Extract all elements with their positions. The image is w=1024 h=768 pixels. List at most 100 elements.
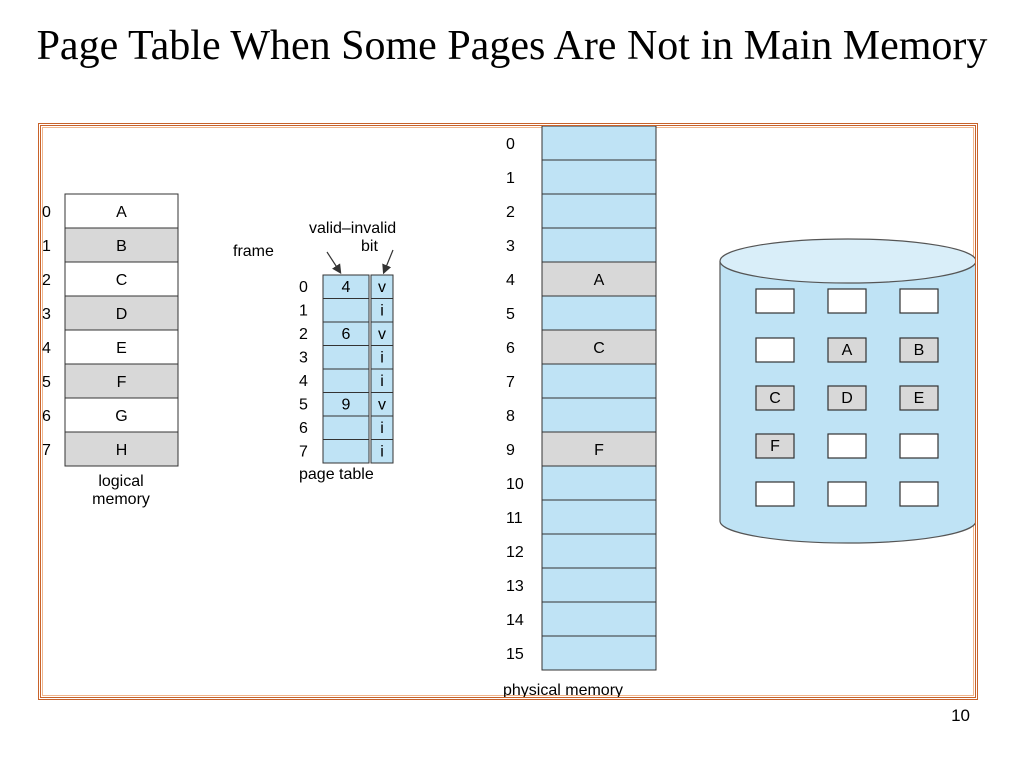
physical-frame-number: 5	[506, 306, 515, 323]
logical-page-number: 4	[42, 340, 51, 357]
disk-block	[899, 288, 939, 314]
physical-frame-cell	[541, 465, 657, 501]
logical-page-content: D	[116, 306, 128, 323]
logical-page-content: C	[116, 272, 128, 289]
physical-frame-cell	[541, 159, 657, 195]
slide-number: 10	[951, 706, 970, 725]
page-table-valid-bit: i	[380, 420, 384, 437]
page-table-valid-bit: v	[378, 397, 386, 414]
physical-frame-cell	[541, 533, 657, 569]
disk-block-content: F	[770, 438, 780, 455]
disk-block	[755, 288, 795, 314]
physical-frame-number: 14	[506, 612, 524, 629]
disk-block	[899, 433, 939, 459]
disk-top	[719, 238, 975, 284]
logical-page-number: 7	[42, 442, 51, 459]
page-table-index: 7	[299, 444, 308, 461]
disk-block	[899, 337, 939, 363]
page-table-valid-bit: i	[380, 373, 384, 390]
physical-memory-label: physical memory	[503, 682, 623, 697]
valid-invalid-arrow	[382, 249, 394, 275]
physical-frame-number: 7	[506, 374, 515, 391]
page-table-frame-cell	[322, 345, 370, 370]
logical-page-cell	[64, 431, 179, 467]
disk-block	[827, 481, 867, 507]
logical-page-content: E	[116, 340, 127, 357]
physical-frame-number: 0	[506, 136, 515, 153]
disk-block-content: C	[769, 390, 781, 407]
logical-page-number: 5	[42, 374, 51, 391]
physical-frame-number: 3	[506, 238, 515, 255]
disk-block	[899, 481, 939, 507]
disk-block	[827, 433, 867, 459]
physical-frame-cell	[541, 601, 657, 637]
page-table-valid-bit: i	[380, 303, 384, 320]
physical-frame-cell	[541, 635, 657, 671]
physical-frame-content: A	[594, 272, 605, 289]
logical-memory-label-line2: memory	[92, 491, 150, 508]
logical-page-number: 3	[42, 306, 51, 323]
physical-frame-cell	[541, 295, 657, 331]
physical-frame-number: 1	[506, 170, 515, 187]
logical-page-content: F	[117, 374, 127, 391]
frame-arrow	[326, 251, 342, 275]
disk-block	[755, 385, 795, 411]
disk-block	[755, 337, 795, 363]
page-table-index: 6	[299, 420, 308, 437]
physical-frame-cell	[541, 227, 657, 263]
page-table-valid-bit: i	[380, 350, 384, 367]
logical-page-number: 1	[42, 238, 51, 255]
logical-page-cell	[64, 227, 179, 263]
page-table-frame-number: 4	[342, 279, 351, 296]
physical-frame-number: 4	[506, 272, 515, 289]
logical-page-content: A	[116, 204, 127, 221]
page-table-valid-bit: v	[378, 326, 386, 343]
page-table-index: 5	[299, 397, 308, 414]
valid-invalid-label-line2: bit	[361, 238, 378, 255]
physical-frame-number: 15	[506, 646, 524, 663]
logical-page-number: 6	[42, 408, 51, 425]
physical-frame-number: 2	[506, 204, 515, 221]
page-table-index: 3	[299, 350, 308, 367]
page-table-index: 0	[299, 279, 308, 296]
logical-memory-label-line1: logical	[98, 473, 143, 490]
logical-page-cell	[64, 261, 179, 297]
page-table-valid-bit: i	[380, 444, 384, 461]
slide-title: Page Table When Some Pages Are Not in Ma…	[36, 23, 988, 69]
logical-page-cell	[64, 295, 179, 331]
physical-frame-content: F	[594, 442, 604, 459]
page-table-label: page table	[299, 466, 374, 483]
page-table-index: 4	[299, 373, 308, 390]
page-table-frame-number: 6	[342, 326, 351, 343]
disk-block	[827, 337, 867, 363]
physical-frame-content: C	[593, 340, 605, 357]
disk-block-content: A	[842, 342, 853, 359]
disk-block	[899, 385, 939, 411]
disk-block-content: B	[914, 342, 925, 359]
disk-block	[755, 481, 795, 507]
logical-page-content: B	[116, 238, 127, 255]
physical-frame-cell	[541, 397, 657, 433]
page-table-index: 1	[299, 303, 308, 320]
page-table-frame-cell	[322, 298, 370, 323]
page-table-valid-bit: v	[378, 279, 386, 296]
physical-frame-cell	[541, 329, 657, 365]
physical-frame-number: 11	[506, 510, 523, 527]
page-table-frame-number: 9	[342, 397, 351, 414]
physical-frame-number: 9	[506, 442, 515, 459]
physical-frame-number: 13	[506, 578, 524, 595]
logical-page-cell	[64, 193, 179, 229]
physical-frame-cell	[541, 363, 657, 399]
disk-block	[827, 385, 867, 411]
disk-block-content: E	[914, 390, 925, 407]
physical-frame-cell	[541, 261, 657, 297]
logical-page-content: H	[116, 442, 128, 459]
disk-block	[755, 433, 795, 459]
physical-frame-number: 10	[506, 476, 524, 493]
logical-page-number: 0	[42, 204, 51, 221]
